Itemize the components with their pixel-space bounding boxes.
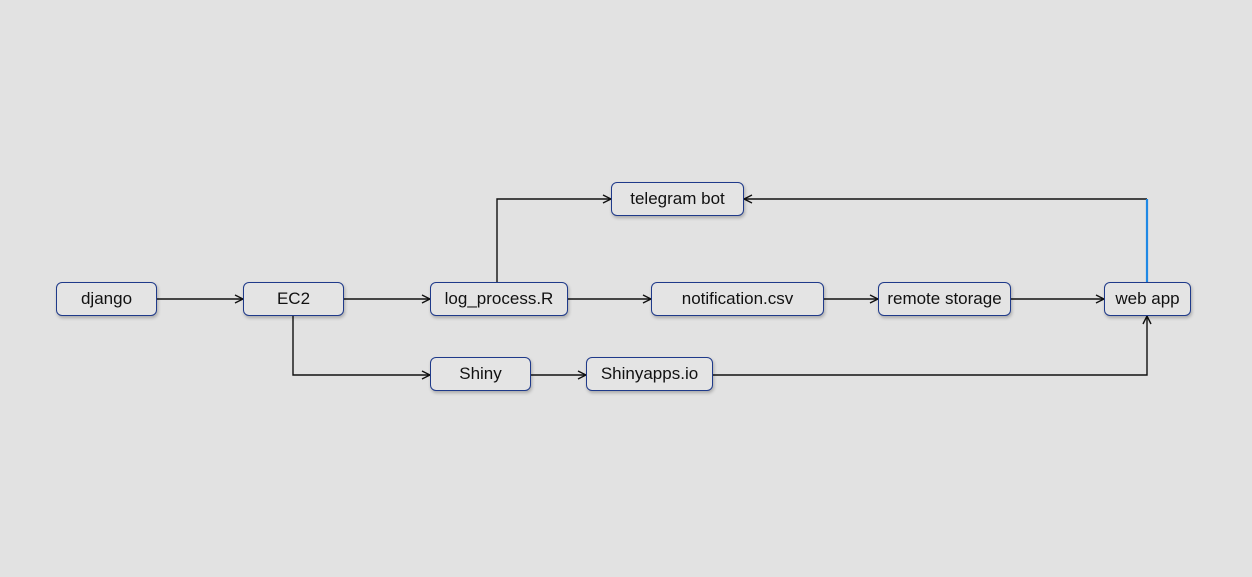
node-remote-storage-label: remote storage: [887, 289, 1002, 308]
node-log-process: log_process.R: [430, 282, 568, 316]
node-remote-storage: remote storage: [878, 282, 1011, 316]
node-ec2: EC2: [243, 282, 344, 316]
node-web-app: web app: [1104, 282, 1191, 316]
edge-log-process-telegram: [496, 199, 611, 282]
node-log-process-label: log_process.R: [444, 289, 554, 308]
node-shiny: Shiny: [430, 357, 531, 391]
node-shinyapps-io-label: Shinyapps.io: [600, 364, 699, 383]
node-shiny-label: Shiny: [459, 364, 502, 383]
node-telegram-bot: telegram bot: [611, 182, 744, 216]
edge-shinyapps-webapp: [713, 316, 1147, 376]
node-telegram-bot-label: telegram bot: [630, 189, 725, 208]
node-web-app-label: web app: [1115, 289, 1180, 308]
node-notification-csv: notification.csv: [651, 282, 824, 316]
node-django-label: django: [80, 289, 133, 308]
node-ec2-label: EC2: [276, 289, 311, 308]
node-shinyapps-io: Shinyapps.io: [586, 357, 713, 391]
edge-ec2-shiny: [292, 316, 430, 375]
node-notification-csv-label: notification.csv: [681, 289, 794, 308]
node-django: django: [56, 282, 157, 316]
